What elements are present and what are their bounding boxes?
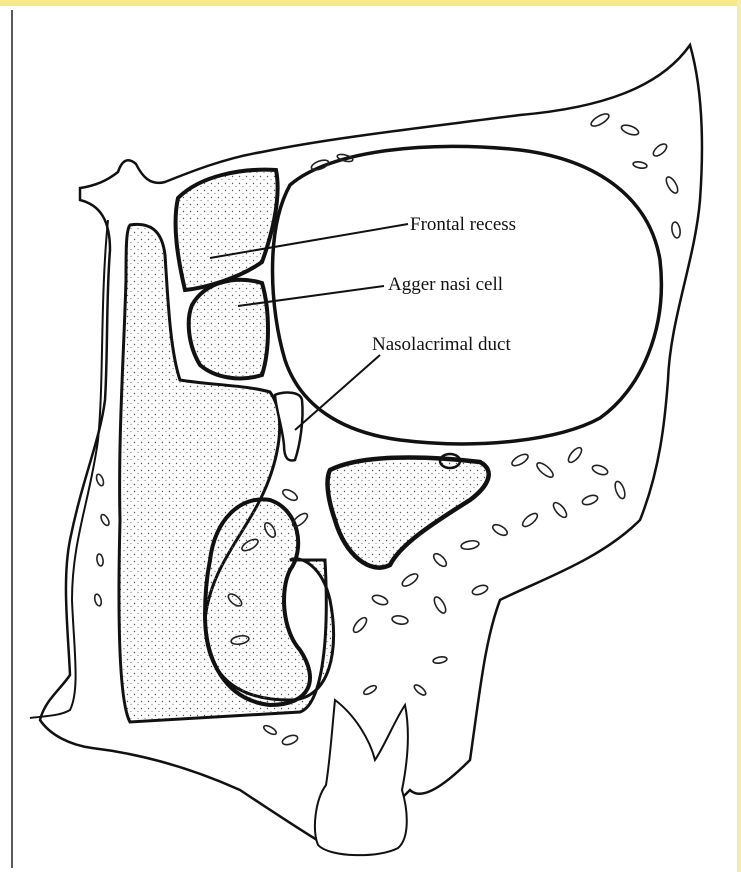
agger-nasi-cell-label: Agger nasi cell — [388, 274, 503, 295]
tooth-outline — [315, 700, 408, 855]
frontal-recess-cell — [176, 170, 278, 290]
agger-nasi-cell — [189, 280, 268, 379]
frontal-recess-label: Frontal recess — [410, 214, 516, 235]
maxillary-cell — [328, 457, 489, 567]
inferior-turbinate-loop — [205, 499, 310, 705]
nasolacrimal-duct-label: Nasolacrimal duct — [372, 334, 511, 355]
